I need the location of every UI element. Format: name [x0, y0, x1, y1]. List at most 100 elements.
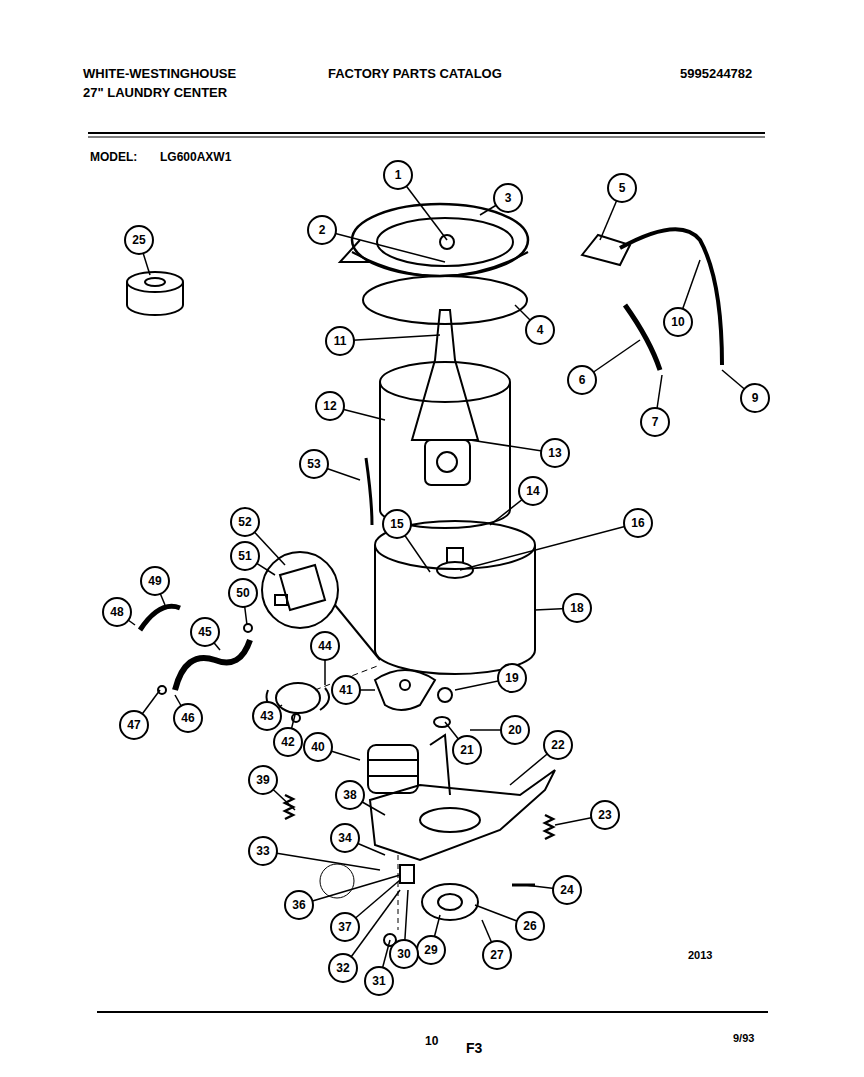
header-text: LG600AXW1: [160, 151, 231, 163]
header-text: 27" LAUNDRY CENTER: [83, 86, 227, 99]
callout-number: 12: [323, 400, 336, 412]
callout-number: 49: [148, 575, 161, 587]
callout-circle: 20: [500, 715, 530, 745]
callout-number: 13: [548, 447, 561, 459]
header-text: 2013: [688, 950, 712, 961]
callout-number: 3: [505, 192, 512, 204]
callout-number: 53: [307, 458, 320, 470]
callout-circle: 6: [567, 365, 597, 395]
callout-circle: 34: [330, 823, 360, 853]
callout-circle: 40: [303, 732, 333, 762]
callout-number: 47: [127, 719, 140, 731]
callout-number: 21: [460, 744, 473, 756]
callout-number: 10: [671, 316, 684, 328]
callout-circle: 2: [307, 215, 337, 245]
callout-circle: 15: [382, 509, 412, 539]
callout-circle: 38: [335, 780, 365, 810]
callout-number: 16: [631, 517, 644, 529]
callout-circle: 49: [140, 566, 170, 596]
callout-number: 30: [397, 948, 410, 960]
callout-circle: 50: [228, 578, 258, 608]
callout-number: 29: [424, 944, 437, 956]
callout-number: 22: [551, 739, 564, 751]
callout-circle: 4: [525, 315, 555, 345]
callout-number: 2: [319, 224, 326, 236]
callout-circle: 21: [452, 735, 482, 765]
callout-number: 18: [570, 602, 583, 614]
callout-circle: 37: [330, 912, 360, 942]
callout-number: 23: [598, 809, 611, 821]
callout-number: 40: [311, 741, 324, 753]
callout-circle: 43: [252, 701, 282, 731]
callout-number: 39: [256, 774, 269, 786]
callout-number: 11: [334, 335, 347, 347]
callout-number: 50: [236, 587, 249, 599]
header-text: 5995244782: [680, 67, 752, 80]
callout-circle: 25: [124, 225, 154, 255]
callout-circle: 45: [190, 617, 220, 647]
header-text: MODEL:: [90, 151, 137, 163]
callout-circle: 30: [389, 939, 419, 969]
callout-circle: 22: [543, 730, 573, 760]
callout-number: 7: [652, 416, 659, 428]
callout-number: 42: [281, 736, 294, 748]
callout-circle: 42: [273, 727, 303, 757]
callout-number: 25: [132, 234, 145, 246]
callout-circle: 12: [315, 391, 345, 421]
callout-number: 52: [238, 516, 251, 528]
callout-number: 45: [198, 626, 211, 638]
callout-circle: 18: [562, 593, 592, 623]
callout-circle: 13: [540, 438, 570, 468]
callout-number: 14: [526, 485, 539, 497]
callout-number: 5: [619, 182, 626, 194]
callout-number: 26: [523, 920, 536, 932]
header-text: 9/93: [733, 1033, 754, 1044]
callout-circle: 47: [119, 710, 149, 740]
callout-circle: 51: [230, 541, 260, 571]
callout-number: 43: [260, 710, 273, 722]
callout-circle: 24: [552, 875, 582, 905]
callout-number: 27: [490, 949, 503, 961]
callout-number: 37: [338, 921, 351, 933]
callout-number: 44: [318, 640, 331, 652]
callout-circle: 3: [493, 183, 523, 213]
callout-circle: 10: [663, 307, 693, 337]
callout-number: 9: [752, 392, 759, 404]
callout-circle: 41: [331, 675, 361, 705]
callout-number: 6: [579, 374, 586, 386]
callout-circle: 29: [416, 935, 446, 965]
callout-circle: 26: [515, 911, 545, 941]
callout-number: 36: [292, 899, 305, 911]
callout-circle: 19: [497, 663, 527, 693]
callout-circle: 27: [482, 940, 512, 970]
callout-number: 38: [343, 789, 356, 801]
callout-number: 46: [181, 712, 194, 724]
callout-circle: 5: [607, 173, 637, 203]
callout-number: 15: [390, 518, 403, 530]
header-text: FACTORY PARTS CATALOG: [328, 67, 502, 80]
callout-number: 41: [339, 684, 352, 696]
callout-circle: 14: [518, 476, 548, 506]
callout-circle: 46: [173, 703, 203, 733]
callout-number: 31: [372, 975, 385, 987]
header-text: 10: [425, 1035, 438, 1047]
header-text: F3: [466, 1041, 482, 1055]
callout-circle: 23: [590, 800, 620, 830]
callout-number: 32: [336, 962, 349, 974]
callout-number: 34: [338, 832, 351, 844]
callout-circle: 39: [248, 765, 278, 795]
callout-number: 19: [505, 672, 518, 684]
header-text: WHITE-WESTINGHOUSE: [83, 67, 236, 80]
callout-circle: 11: [325, 326, 355, 356]
callout-number: 4: [537, 324, 544, 336]
callout-circle: 1: [383, 160, 413, 190]
callout-circle: 52: [230, 507, 260, 537]
callout-circle: 53: [299, 449, 329, 479]
callout-circle: 44: [310, 631, 340, 661]
callout-circle: 33: [248, 836, 278, 866]
callout-number: 24: [560, 884, 573, 896]
callout-circle: 9: [740, 383, 770, 413]
callout-circle: 16: [623, 508, 653, 538]
callout-circle: 31: [364, 966, 394, 996]
